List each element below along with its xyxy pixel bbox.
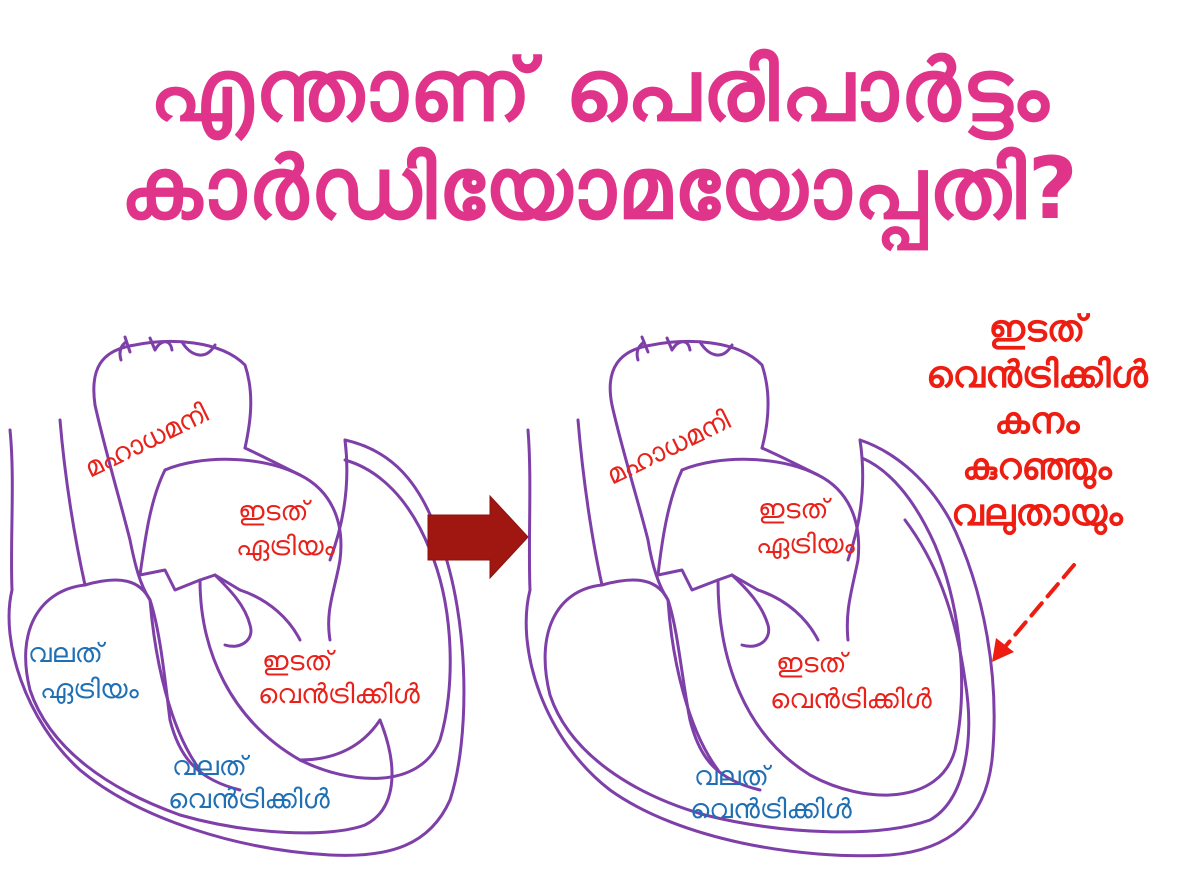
left-rv-label-1: വലത്: [172, 751, 251, 782]
progression-arrow-icon: [427, 494, 529, 580]
right-lv-label-2: വെൻട്രിക്കിൾ: [770, 684, 933, 715]
note-line-1: ഇടത്: [988, 307, 1086, 350]
annotation-note: ഇടത് വെൻട്രിക്കിൾ കനം കുറഞ്ഞും വലുതായും: [872, 306, 1200, 536]
right-la-label-1: ഇടത്: [758, 494, 832, 525]
left-lv-label-2: വെൻട്രിക്കിൾ: [258, 679, 421, 710]
left-ra-label-1: വലത്: [28, 638, 107, 669]
title-line-2: കാർഡിയോമയോപ്പതി?: [120, 139, 1080, 239]
right-rv-label-2: വെൻട്രിക്കിൾ: [690, 794, 853, 825]
right-rv-label-1: വലത്: [694, 761, 773, 792]
left-rv-label-2: വെൻട്രിക്കിൾ: [168, 784, 331, 815]
right-la-label-2: ഏട്രിയം: [756, 529, 856, 560]
left-aorta-label: മഹാധമനി: [79, 398, 213, 484]
note-line-3: കനം: [994, 399, 1080, 442]
pointer-arrowhead-icon: [992, 638, 1014, 662]
title-line-1: എന്താണ് പെരിപാർട്ടം: [149, 41, 1051, 141]
left-lv-label-1: ഇടത്: [262, 646, 336, 677]
left-la-label-2: ഏട്രിയം: [236, 531, 336, 562]
right-lv-label-1: ഇടത്: [776, 648, 850, 679]
left-la-label-1: ഇടത്: [238, 496, 312, 527]
note-line-5: വലുതായും: [951, 491, 1123, 534]
left-ra-label-2: ഏട്രിയം: [40, 674, 140, 705]
dashed-pointer-line: [1002, 563, 1076, 650]
note-line-2: വെൻട്രിക്കിൾ: [926, 353, 1148, 396]
note-line-4: കുറഞ്ഞും: [962, 445, 1112, 488]
